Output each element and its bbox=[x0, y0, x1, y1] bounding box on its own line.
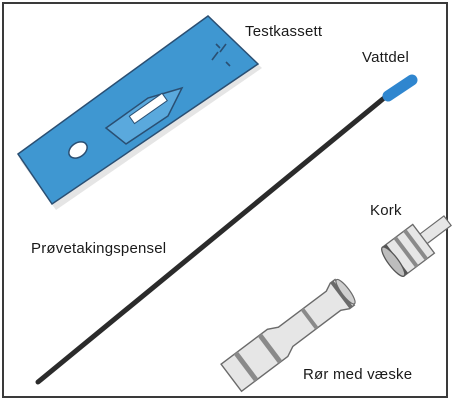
label-swab: Prøvetakingspensel bbox=[31, 240, 166, 257]
test-cassette bbox=[18, 16, 262, 210]
swab-tip bbox=[388, 80, 412, 96]
label-swab-tip: Vattdel bbox=[362, 49, 409, 66]
label-cap: Kork bbox=[370, 202, 402, 219]
label-test-cassette: Testkassett bbox=[245, 23, 322, 40]
label-tube-with-liquid: Rør med væske bbox=[303, 366, 412, 383]
